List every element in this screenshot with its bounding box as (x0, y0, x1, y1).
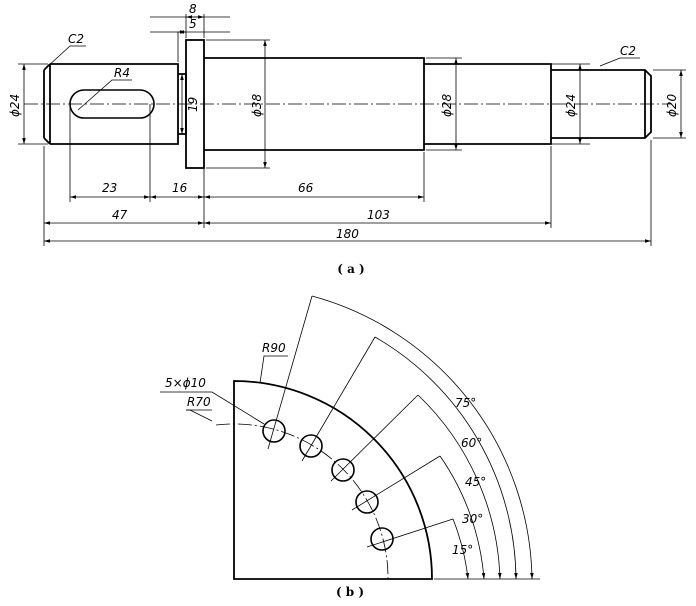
dia-left-phi24: ϕ24 (8, 94, 22, 117)
dim-180: 180 (336, 227, 359, 241)
pitch-radius-label: R70 (187, 395, 211, 409)
dia-right-phi24: ϕ24 (564, 94, 578, 117)
pitch-circle-arc (215, 423, 389, 580)
sector-plate-view (160, 295, 540, 580)
dim-5: 5 (189, 17, 197, 31)
hole-radial-lines (267, 295, 454, 548)
dia-collar-phi38: ϕ38 (250, 93, 264, 117)
caption-a: ( a ) (337, 262, 365, 276)
plate-leaders (160, 355, 288, 425)
hole-45 (331, 458, 355, 482)
dim-66: 66 (298, 181, 314, 195)
chamfer-left-label: C2 (68, 32, 84, 46)
dim-16: 16 (172, 181, 188, 195)
dia-phi28: ϕ28 (440, 93, 454, 117)
angle-label-60: 60° (461, 436, 482, 450)
angle-label-75: 75° (455, 396, 476, 410)
hole-30 (355, 490, 379, 514)
caption-b: ( b ) (336, 585, 364, 599)
dim-23: 23 (102, 181, 117, 195)
dim-47: 47 (112, 208, 128, 222)
outer-radius-label: R90 (262, 341, 286, 355)
holes-label: 5×ϕ10 (165, 376, 206, 390)
dia-neck-19: 19 (186, 97, 200, 112)
shaft-view (18, 14, 686, 246)
angle-label-15: 15° (452, 543, 473, 557)
keyway-radius-label: R4 (114, 66, 130, 80)
hole-60 (299, 434, 323, 458)
dim-8: 8 (189, 2, 197, 16)
hole-15 (370, 527, 394, 551)
dia-phi20: ϕ20 (665, 93, 679, 117)
hole-75 (262, 419, 286, 443)
dim-103: 103 (367, 208, 390, 222)
bolt-holes (262, 419, 394, 551)
chamfer-right-label: C2 (620, 44, 636, 58)
angle-dimension-arcs (311, 295, 540, 580)
angle-label-45: 45° (465, 475, 486, 489)
angle-label-30: 30° (462, 512, 483, 526)
keyway-slot (69, 89, 155, 119)
shaft-dimension-lines (18, 14, 686, 246)
